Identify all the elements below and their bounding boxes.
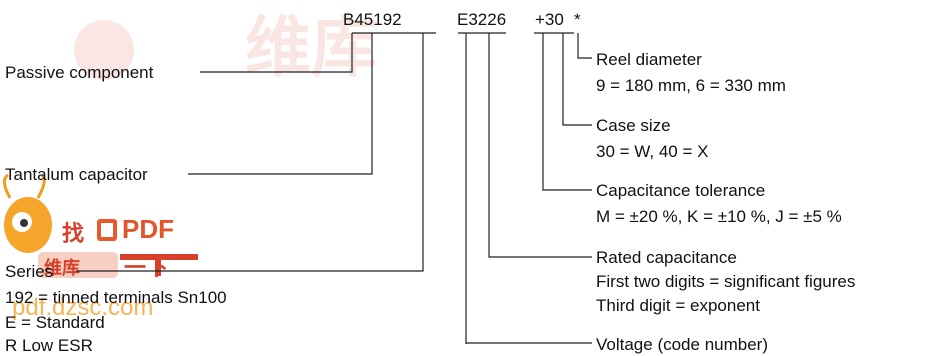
line-passive (200, 33, 353, 73)
connector-lines (76, 32, 592, 344)
watermark-pdf-text: PDF (122, 214, 174, 244)
label-tolerance-values: M = ±20 %, K = ±10 %, J = ±5 % (596, 207, 842, 226)
watermark-top-seal: 维库 (74, 9, 377, 86)
watermark-find-char: 找 (62, 222, 85, 247)
code-base: B45192 (343, 10, 402, 29)
line-case (562, 33, 592, 126)
label-tantalum-capacitor: Tantalum capacitor (5, 165, 148, 184)
watermark-mascot (3, 173, 52, 253)
label-capacitance-tolerance: Capacitance tolerance (596, 181, 766, 200)
watermark-top-text: 维库 (245, 9, 377, 86)
label-rated-capacitance: Rated capacitance (596, 248, 737, 267)
line-tolerance (542, 33, 592, 191)
watermark-chip-text: 维库 (44, 258, 80, 279)
label-series-r: R Low ESR (5, 336, 93, 355)
line-reel (577, 33, 592, 59)
label-case-size: Case size (596, 116, 671, 135)
code-type: E3226 (457, 10, 507, 29)
line-tantalum (188, 33, 373, 175)
label-voltage: Voltage (code number) (596, 335, 768, 354)
code-suffix: +30 (535, 10, 564, 29)
line-series (76, 33, 424, 272)
label-reel-diameter: Reel diameter (596, 50, 702, 69)
label-case-values: 30 = W, 40 = X (596, 142, 709, 161)
label-series: Series (5, 262, 54, 281)
line-rated (488, 33, 592, 258)
label-reel-values: 9 = 180 mm, 6 = 330 mm (596, 76, 786, 95)
code-star: * (574, 10, 581, 29)
label-series-192: 192 = tinned terminals Sn100 (5, 288, 227, 307)
label-passive-component: Passive component (5, 63, 154, 82)
label-series-e: E = Standard (5, 313, 105, 332)
label-rated-line2: Third digit = exponent (596, 296, 760, 315)
watermark-below-text: 一下 (124, 256, 169, 281)
watermark-pdf-badge (97, 219, 117, 241)
watermark-site-text: pdf.dzsc.com (12, 294, 154, 321)
label-rated-line1: First two digits = significant figures (596, 272, 856, 291)
